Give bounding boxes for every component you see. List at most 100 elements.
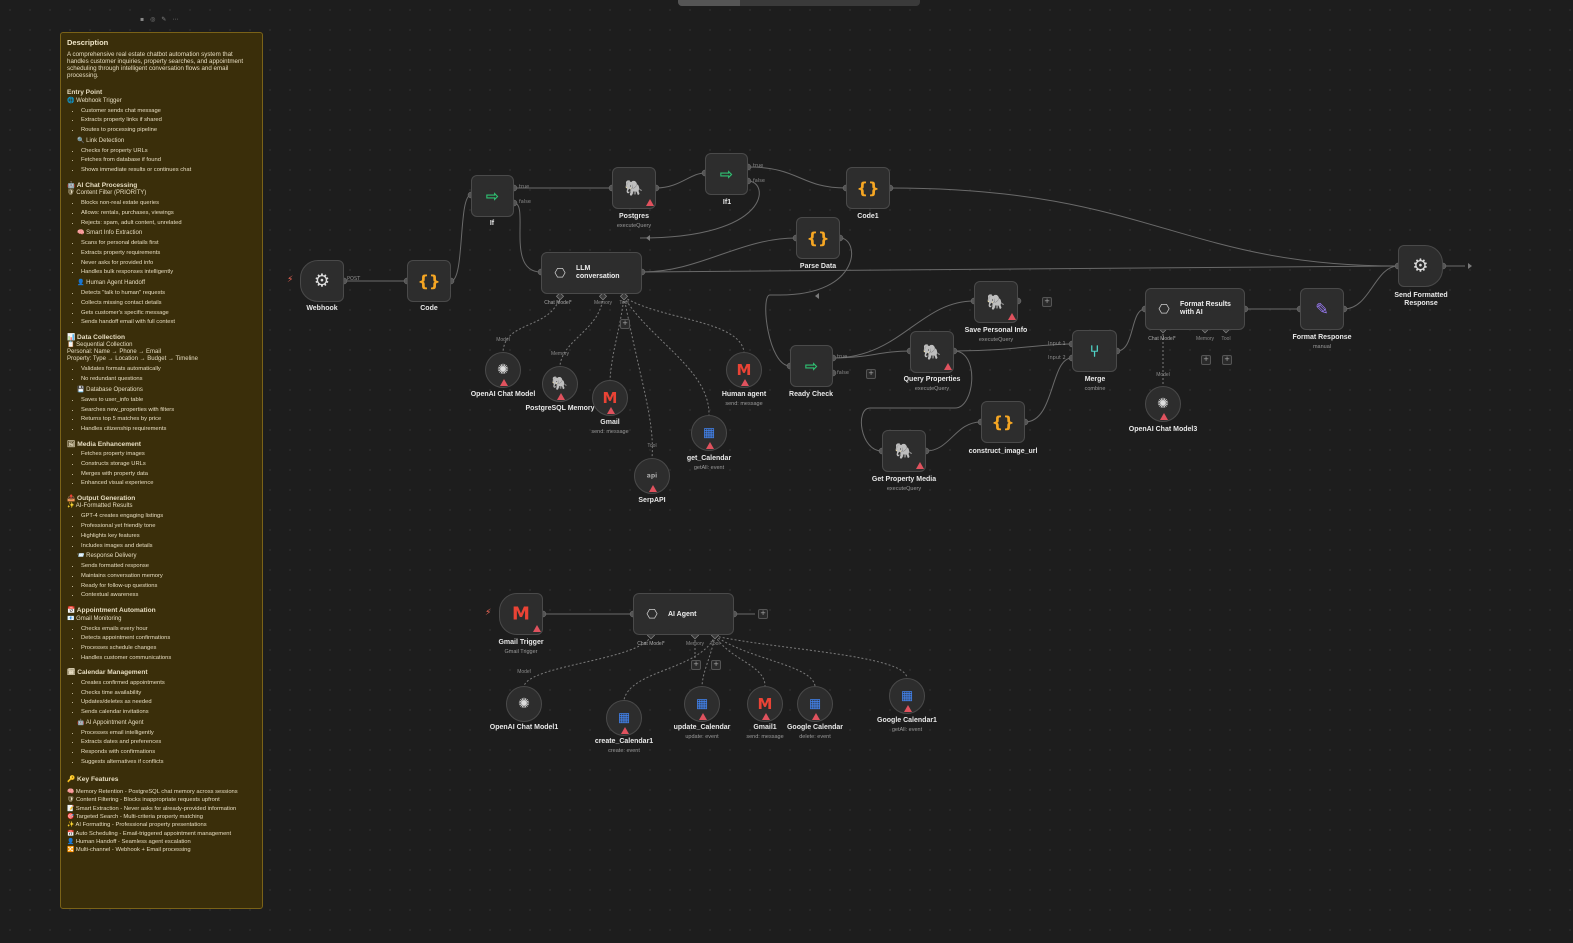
section-data-collection: 📊 Data Collection (67, 333, 126, 341)
edge-label-true: true (519, 184, 530, 190)
edge-response-send (1343, 265, 1399, 310)
section-ai-chat: 🤖 AI Chat Processing (67, 181, 138, 189)
list-item: Constructs storage URLs (81, 460, 256, 470)
arrow-icon (1468, 263, 1472, 269)
add-node-button[interactable]: + (1042, 297, 1052, 307)
node-get-property-media[interactable]: 🐘 (882, 430, 926, 472)
edge-label-false: false (519, 199, 531, 205)
node-if[interactable]: ⇨ (471, 175, 514, 217)
add-memory-button[interactable]: + (1201, 355, 1211, 365)
sub-content-filter: 🛡 Content Filter (PRIORITY) (67, 190, 147, 197)
node-query-properties[interactable]: 🐘 (910, 331, 954, 373)
node-label: Parse Data (799, 263, 837, 270)
if-signpost-icon: ⇨ (719, 164, 734, 184)
node-format-results-ai[interactable]: ⎔ Format Results with AI (1145, 288, 1245, 330)
list-item: Customer sends chat message (81, 107, 256, 117)
node-gmail1[interactable]: M (747, 686, 783, 722)
edit-icon[interactable]: ✎ (161, 16, 167, 23)
list-item: Fetches property images (81, 450, 256, 460)
list-item: Includes images and details (81, 542, 256, 552)
warning-icon (646, 199, 654, 206)
node-label: SerpAPI (638, 497, 666, 504)
node-sublabel: manual (1312, 344, 1332, 350)
warning-icon (904, 705, 912, 712)
node-openai-chat-model1[interactable]: ✺ (506, 686, 542, 722)
warning-icon (557, 393, 565, 400)
pin-chat-model: Chat Model* (544, 300, 572, 306)
node-sublabel: delete: event (799, 734, 831, 740)
node-send-formatted-response[interactable]: ⚙ (1398, 245, 1443, 287)
node-label: Get Property Media (871, 476, 937, 483)
node-sublabel: getAll: event (693, 465, 725, 471)
node-create-calendar1[interactable]: ▦ (606, 700, 642, 736)
node-openai-chat-model3[interactable]: ✺ (1145, 386, 1181, 422)
node-code1[interactable]: {} (846, 167, 890, 209)
node-if1[interactable]: ⇨ (705, 153, 748, 195)
node-human-agent[interactable]: M (726, 352, 762, 388)
node-label: Gmail1 (753, 724, 777, 731)
feature-item: 🛡 Content Filtering - Blocks inappropria… (67, 797, 220, 804)
node-parse-data[interactable]: {} (796, 217, 840, 259)
sticky-toolbar: ▪ ◎ ✎ ⋯ (140, 16, 178, 23)
node-gmail-trigger[interactable]: M (499, 593, 543, 635)
add-node-button[interactable]: + (866, 369, 876, 379)
list-delivery: Sends formatted response Maintains conve… (67, 562, 256, 601)
node-ai-agent[interactable]: ⎔ AI Agent (633, 593, 734, 635)
add-node-button[interactable]: + (758, 609, 768, 619)
add-tool-button[interactable]: + (620, 319, 630, 329)
sub-edge-tool-calendar (623, 296, 710, 416)
node-label: construct_image_url (968, 448, 1038, 455)
list-smart: Scans for personal details first Extract… (67, 239, 256, 278)
list-item: Ready for follow-up questions (81, 582, 256, 592)
sub-human-handoff: 👤 Human Agent Handoff (77, 280, 146, 287)
edge-if-false-llm (513, 202, 542, 273)
sub-edge-memory (559, 296, 604, 367)
node-postgresql-memory[interactable]: 🐘 (542, 366, 578, 402)
google-calendar-icon: ▦ (617, 710, 631, 726)
list-item: Responds with confirmations (81, 748, 256, 758)
add-tool-button[interactable]: + (711, 660, 721, 670)
edge-parse-ready (765, 237, 852, 367)
node-format-response[interactable]: ✎ (1300, 288, 1344, 330)
node-postgres[interactable]: 🐘 (612, 167, 656, 209)
list-item: Detects appointment confirmations (81, 634, 256, 644)
node-google-calendar1[interactable]: ▦ (889, 678, 925, 714)
node-update-calendar[interactable]: ▦ (684, 686, 720, 722)
arrow-icon (815, 293, 819, 299)
node-ready-check[interactable]: ⇨ (790, 345, 833, 387)
node-sublabel: getAll: event (891, 727, 923, 733)
node-merge[interactable]: ⑂ (1072, 330, 1117, 372)
node-code[interactable]: {} (407, 260, 451, 302)
trigger-bolt-icon: ⚡ (287, 275, 294, 285)
node-get-calendar[interactable]: ▦ (691, 415, 727, 451)
add-tool-button[interactable]: + (1222, 355, 1232, 365)
description-sticky-note[interactable]: Description A comprehensive real estate … (60, 32, 263, 909)
top-tab-bar[interactable] (678, 0, 920, 6)
node-save-personal-info[interactable]: 🐘 (974, 281, 1018, 323)
node-sublabel: send: message (591, 429, 629, 435)
list-link: Checks for property URLs Fetches from da… (67, 147, 256, 176)
node-llm-conversation[interactable]: ⎔ LLM conversation (541, 252, 642, 294)
section-entry-point: Entry Point (67, 89, 103, 96)
sub-ai-formatted: ✨ AI-Formatted Results (67, 503, 133, 510)
node-sublabel: executeQuery (978, 337, 1014, 343)
more-icon[interactable]: ⋯ (172, 16, 179, 23)
list-item: Routes to processing pipeline (81, 126, 256, 136)
edge-postgres-if1 (655, 172, 706, 189)
node-gmail[interactable]: M (592, 380, 628, 416)
color-picker-icon[interactable]: ▪ (140, 16, 145, 23)
node-sublabel: create: event (608, 748, 640, 754)
node-webhook[interactable]: ⚙ (300, 260, 344, 302)
pin-chat-model: Chat Model* (1148, 336, 1176, 342)
list-item: Extracts dates and preferences (81, 738, 256, 748)
add-memory-button[interactable]: + (691, 660, 701, 670)
node-google-calendar[interactable]: ▦ (797, 686, 833, 722)
node-serpapi[interactable]: api (634, 458, 670, 494)
circle-icon[interactable]: ◎ (150, 16, 156, 23)
active-tab-indicator[interactable] (678, 0, 740, 6)
personal-line: Personal: Name → Phone → Email (67, 349, 162, 356)
node-construct-image-url[interactable]: {} (981, 401, 1025, 443)
warning-icon (607, 407, 615, 414)
list-item: Rejects: spam, adult content, unrelated (81, 219, 256, 229)
node-openai-chat-model[interactable]: ✺ (485, 352, 521, 388)
